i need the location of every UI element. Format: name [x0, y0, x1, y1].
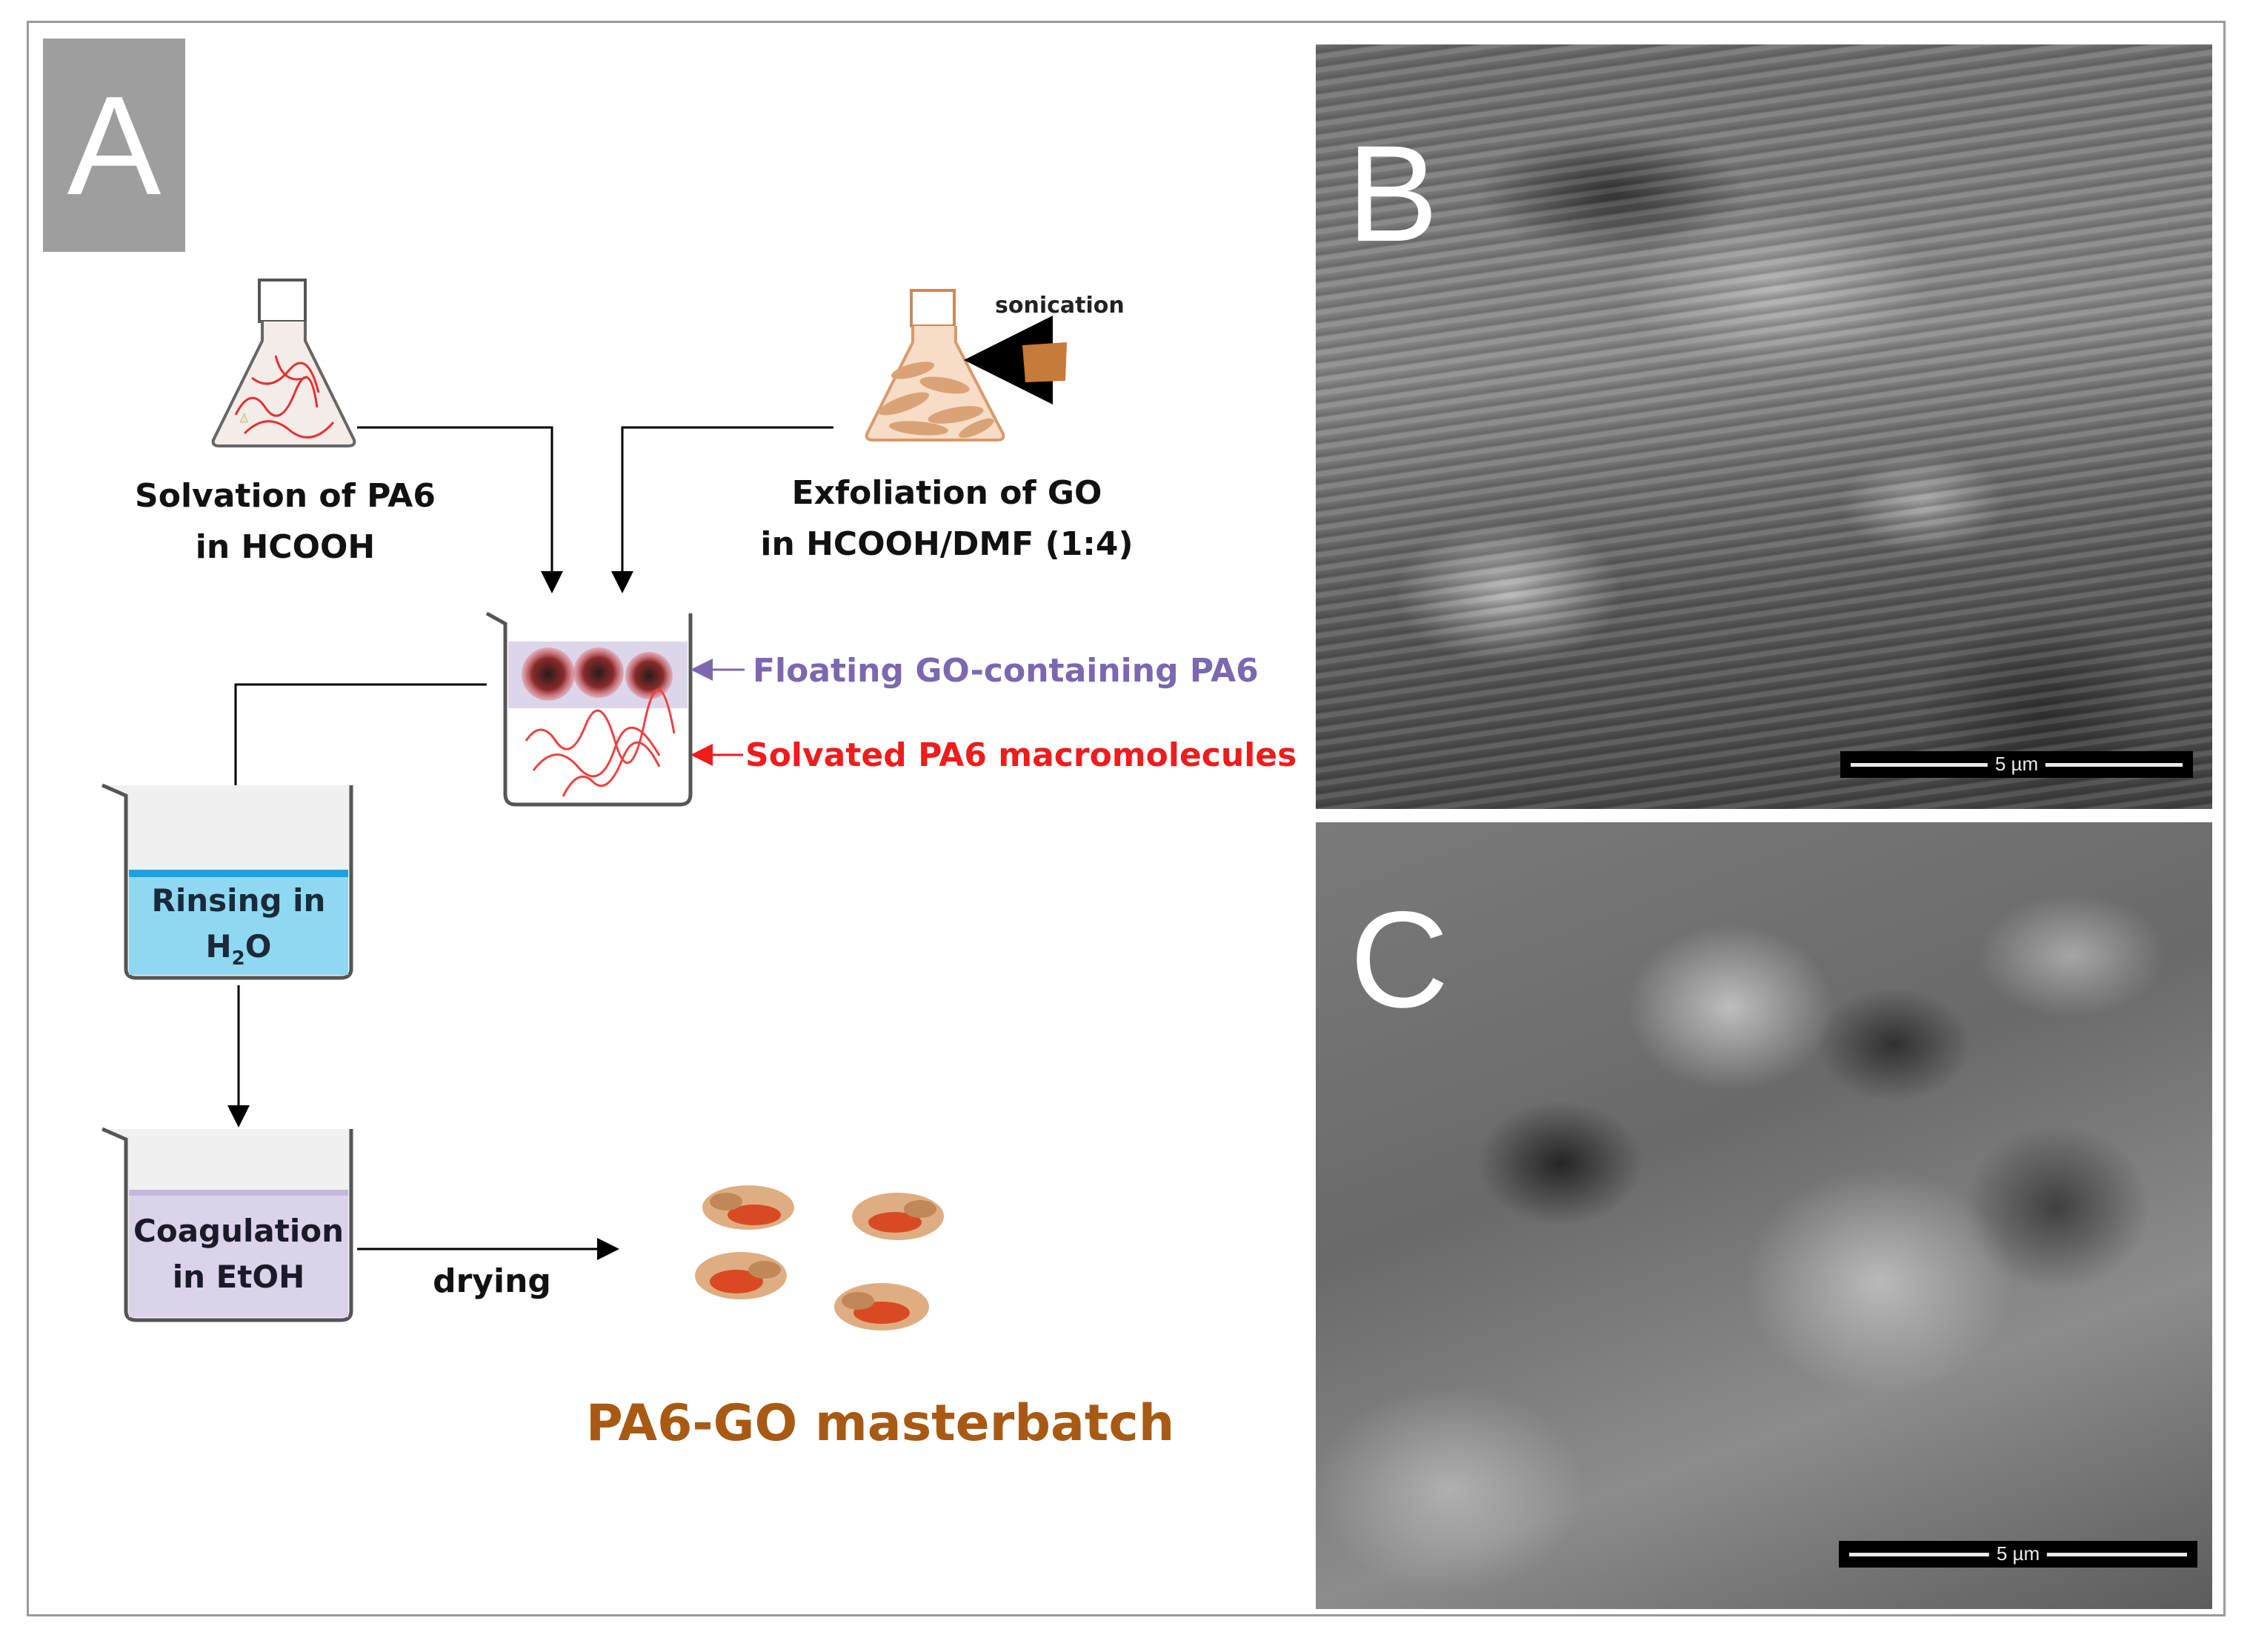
svg-text:Coagulation: Coagulation: [133, 1213, 344, 1249]
panel-b-label: B: [1347, 118, 1439, 270]
flask-exfoliation: sonication: [865, 289, 1125, 442]
svg-text:A: A: [67, 67, 162, 224]
go-sheets: [878, 362, 994, 439]
panel-c-label: C: [1350, 884, 1449, 1036]
exfoliation-label: Exfoliation of GO in HCOOH/DMF (1:4): [760, 474, 1133, 563]
product-label: PA6-GO masterbatch: [586, 1394, 1174, 1453]
figure-frame: [27, 21, 2226, 1616]
svg-text:in HCOOH/DMF (1:4): in HCOOH/DMF (1:4): [760, 525, 1133, 563]
scale-bar-c-text: 5 µm: [1988, 1542, 2048, 1565]
svg-text:sonication: sonication: [995, 293, 1125, 319]
scale-bar-b: 5 µm: [1840, 751, 2193, 778]
go-pa6-clusters: [522, 647, 673, 701]
solvated-label: Solvated PA6 macromolecules: [745, 736, 1297, 774]
scale-bar-b-text: 5 µm: [1987, 753, 2046, 776]
svg-text:Rinsing in: Rinsing in: [152, 882, 326, 919]
sonication-probe-icon: [1022, 342, 1067, 382]
floating-label: Floating GO-containing PA6: [753, 652, 1259, 690]
sem-image-c: C 5 µm: [1316, 822, 2212, 1609]
coagulation-beaker: Coagulation in EtOH: [101, 1127, 353, 1322]
svg-text:in EtOH: in EtOH: [173, 1259, 305, 1295]
drying-label: drying: [433, 1262, 551, 1300]
solvation-label: Solvation of PA6 in HCOOH: [135, 477, 436, 566]
arrow-exfoliation-to-mix: [611, 426, 833, 593]
scale-bar-c: 5 µm: [1839, 1541, 2197, 1568]
svg-text:H2O: H2O: [206, 928, 272, 970]
mixing-beaker: [485, 611, 693, 807]
sem-image-b: B 5 µm: [1316, 44, 2212, 809]
svg-text:in HCOOH: in HCOOH: [196, 528, 375, 566]
flask-solvation: [211, 279, 356, 447]
arrow-solvation-to-mix: [357, 426, 563, 593]
svg-text:Solvation of PA6: Solvation of PA6: [135, 477, 436, 515]
panel-a-label: A: [43, 39, 185, 252]
masterbatch-pellets: [695, 1185, 944, 1330]
svg-text:Exfoliation of GO: Exfoliation of GO: [792, 474, 1102, 512]
rinsing-beaker: Rinsing in H2O: [101, 783, 353, 980]
